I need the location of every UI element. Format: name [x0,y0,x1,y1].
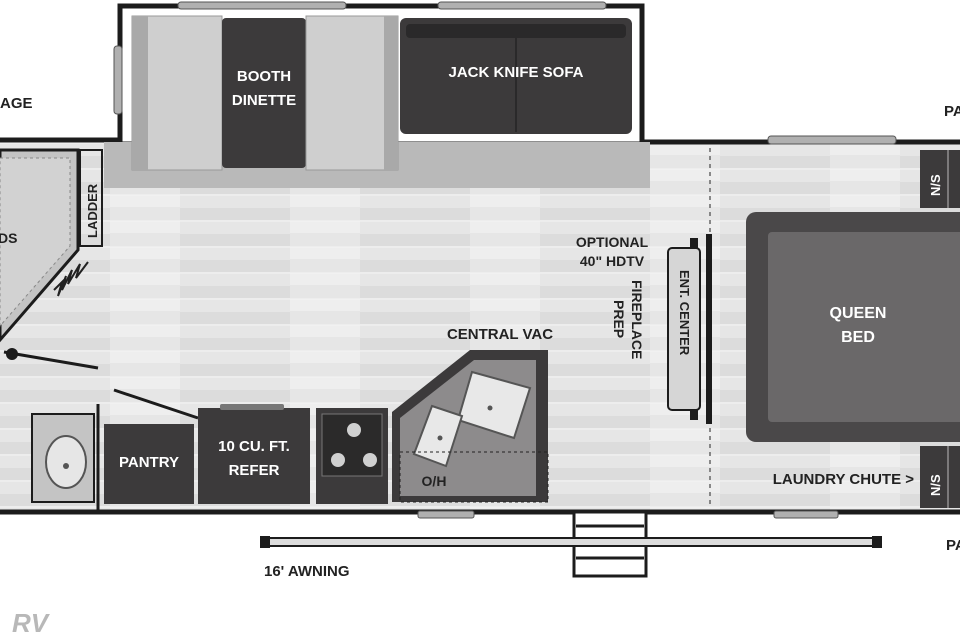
awning-label: 16' AWNING [264,563,350,580]
slide-out-trim-1 [177,1,347,10]
sink-icon [45,435,87,489]
door-swing-2 [113,388,199,420]
queen-bed-label: QUEEN [830,305,887,322]
optional-tv-label-2: 40" HDTV [580,253,645,269]
pantry [104,424,194,504]
booth-dinette-label: BOOTH [237,68,291,85]
bottom-wall-trim-2 [773,510,839,519]
nightstand-bottom [920,446,960,508]
ladder [79,149,103,247]
bunk-mattress [0,157,71,327]
queen-bed-label-2: BED [841,329,875,346]
central-vac-label: CENTRAL VAC [447,326,553,343]
slide-out-trim-2 [437,1,607,10]
ladder-label: LADDER [85,183,100,238]
ent-center-label: ENT. CENTER [677,270,692,356]
tv-stand [706,234,712,424]
ns-bottom-label: N/S [928,474,943,496]
overhead-label: O/H [422,473,447,489]
pass-label-bottom-partial: PA [946,537,960,554]
fireplace-label: FIREPLACE [629,280,645,359]
top-wall-trim [767,135,897,145]
queen-bed-mattress [768,232,960,422]
overhead-cabinet-outline [399,451,549,503]
spring-icon [53,261,89,297]
nightstand-top [920,150,960,208]
pantry-label: PANTRY [119,454,179,471]
optional-tv-label: OPTIONAL [576,234,649,250]
dinette-bench-right [305,15,399,171]
storage-label-partial: AGE [0,95,33,112]
awning-end-left [260,536,270,548]
watermark-logo: RV [12,608,51,638]
dinette-bench-right-back [384,16,398,170]
jack-knife-sofa-label: JACK KNIFE SOFA [448,64,583,81]
fireplace-label-2: PREP [611,300,627,338]
ns-top-label: N/S [928,174,943,196]
bottom-wall-trim-1 [417,510,475,519]
refrigerator [198,408,310,504]
entertainment-center [667,247,701,411]
dinette-table [222,18,306,168]
door-swing-icon [3,350,99,370]
sofa-back [406,24,626,38]
stove-burner-icon [331,423,377,467]
awning [261,537,881,547]
refer-label: 10 CU. FT. [218,438,290,455]
refrigerator-top [220,404,284,410]
slide-out-side-trim [113,45,123,115]
double-sink-icon [412,370,532,468]
awning-end-right [872,536,882,548]
sink-drain [63,463,69,469]
beds-label-partial: DS [0,230,17,246]
booth-dinette-label-2: DINETTE [232,92,296,109]
laundry-chute-label: LAUNDRY CHUTE > [773,471,915,488]
dinette-bench-left-back [132,16,148,170]
pass-label-top-partial: PA [944,103,960,120]
refer-label-2: REFER [229,462,280,479]
door-hinge [6,348,18,360]
